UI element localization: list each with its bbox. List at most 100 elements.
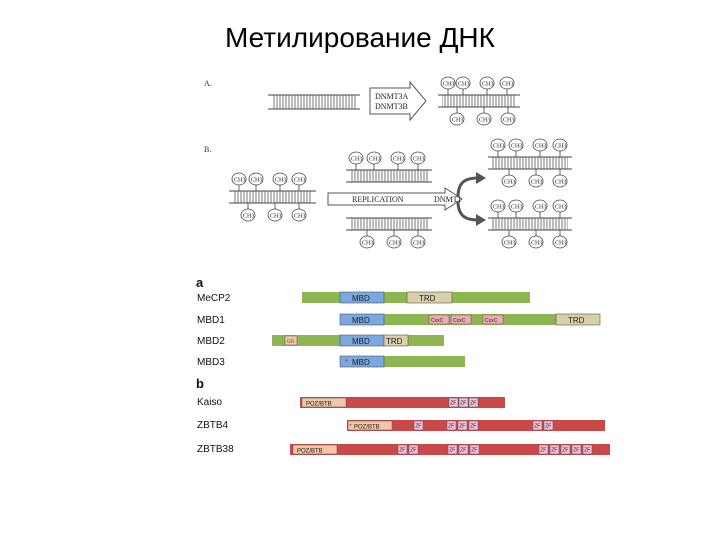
methyl-label: CH3 xyxy=(443,82,454,88)
domain-mbd-label: MBD xyxy=(352,294,370,303)
methyl-label: CH3 xyxy=(393,157,404,163)
methyl-group-icon: CH3 xyxy=(390,151,406,170)
domain-zf xyxy=(543,420,554,431)
domain-zf-label: ZF xyxy=(551,448,557,454)
methyl-label: CH3 xyxy=(452,118,463,124)
domain-cxxc xyxy=(428,314,450,325)
domain-mbd-label: MBD xyxy=(352,316,370,325)
methyl-label: CH3 xyxy=(555,144,566,150)
domain-zf xyxy=(446,420,457,431)
domain-zf xyxy=(458,397,469,408)
methyl-label: CH3 xyxy=(294,214,305,220)
domain-zf-label: ZF xyxy=(459,424,465,430)
methyl-group-icon: CH3 xyxy=(499,76,515,95)
domain-zf-label: ZF xyxy=(540,448,546,454)
methyl-label: CH3 xyxy=(413,157,424,163)
panel-a-label: A. xyxy=(204,79,212,88)
methyl-group-icon: CH3 xyxy=(508,199,524,218)
domain-trd xyxy=(383,334,409,347)
domain-zf-label: ZF xyxy=(448,424,454,430)
methyl-group-icon: CH3 xyxy=(500,107,516,126)
protein-name-zbtb4: ZBTB4 xyxy=(197,420,229,431)
domain-zf xyxy=(447,444,458,455)
methyl-group-icon: CH3 xyxy=(528,169,544,188)
protein-row-mbd2: MBD2 GR MBD TRD xyxy=(197,334,444,347)
domain-zf-label: ZF xyxy=(460,448,466,454)
methyl-group-icon: CH3 xyxy=(479,76,495,95)
domain-zf-label: ZF xyxy=(545,424,551,430)
section-a-label: a xyxy=(196,275,204,290)
panel-a-unmethylated-dna xyxy=(268,94,360,110)
panel-a-arrow: DNMT3A DNMT3B xyxy=(369,80,427,122)
methyl-label: CH3 xyxy=(511,205,522,211)
domain-zf-label: ZF xyxy=(470,424,476,430)
methyl-group-icon: CH3 xyxy=(490,199,506,218)
methyl-label: CH3 xyxy=(493,144,504,150)
methyl-group-icon: CH3 xyxy=(386,230,402,249)
domain-poz-btb xyxy=(292,444,338,455)
methyl-group-icon: CH3 xyxy=(490,138,506,157)
domain-cxxc-label: CxxC xyxy=(485,318,498,324)
domain-zf xyxy=(469,444,480,455)
methyl-label: CH3 xyxy=(270,214,281,220)
methyl-group-icon: CH3 xyxy=(366,151,382,170)
replication-label: REPLICATION xyxy=(352,195,404,204)
domain-zf-label: ZF xyxy=(562,448,568,454)
domain-poz-btb xyxy=(347,420,393,431)
page-title: Метилирование ДНК xyxy=(225,22,495,53)
domain-zf-label: ZF xyxy=(470,401,476,407)
methyl-label: CH3 xyxy=(234,178,245,184)
protein-row-mbd1: MBD1 MBD CxxC CxxC CxxC TRD xyxy=(197,313,601,326)
domain-zf xyxy=(571,444,582,455)
methyl-label: CH3 xyxy=(351,157,362,163)
domain-trd xyxy=(406,291,453,304)
methyl-label: CH3 xyxy=(504,241,515,247)
domain-zf-label: ZF xyxy=(410,448,416,454)
methyl-label: CH3 xyxy=(555,241,566,247)
methyl-group-icon: CH3 xyxy=(532,138,548,157)
methyl-group-icon: CH3 xyxy=(552,169,568,188)
domain-mbd xyxy=(339,313,385,326)
methyl-group-icon: CH3 xyxy=(440,76,456,95)
domain-zf xyxy=(468,397,479,408)
protein-name-kaiso: Kaiso xyxy=(197,397,222,408)
domain-zf xyxy=(468,420,479,431)
methyl-group-icon: CH3 xyxy=(552,199,568,218)
zf-group: ZF ZF ZF xyxy=(448,397,479,408)
protein-name-mecp2: MeCP2 xyxy=(197,293,231,304)
panel-b-replication-arrow: REPLICATION DNMT1 xyxy=(327,172,486,226)
methyl-group-icon: CH3 xyxy=(552,230,568,249)
domain-trd-label: TRD xyxy=(386,337,403,346)
domain-cxxc-label: CxxC xyxy=(453,318,466,324)
protein-bar-mbd3 xyxy=(340,356,465,367)
protein-name-zbtb38: ZBTB38 xyxy=(197,444,234,455)
methyl-label: CH3 xyxy=(502,82,513,88)
methyl-group-icon: CH3 xyxy=(508,138,524,157)
methyl-label: CH3 xyxy=(458,82,469,88)
domain-zf-label: ZF xyxy=(450,401,456,407)
methyl-label: CH3 xyxy=(294,178,305,184)
domain-trd-label: TRD xyxy=(419,294,436,303)
enzyme-label-dnmt1: DNMT1 xyxy=(434,195,462,204)
domain-zf-label: ZF xyxy=(460,401,466,407)
methyl-group-icon: CH3 xyxy=(248,172,264,191)
domain-zf-label: ZF xyxy=(399,448,405,454)
domain-zf xyxy=(397,444,408,455)
section-b-label: b xyxy=(196,376,204,391)
methyl-group-icon: CH3 xyxy=(291,203,307,222)
domain-zf-label: ZF xyxy=(449,448,455,454)
methyl-label: CH3 xyxy=(275,178,286,184)
protein-name-mbd3: MBD3 xyxy=(197,357,225,368)
methyl-label: CH3 xyxy=(243,214,254,220)
methyl-label: CH3 xyxy=(479,118,490,124)
domain-gr xyxy=(284,335,298,346)
domain-trd xyxy=(555,313,601,326)
methyl-group-icon: CH3 xyxy=(272,172,288,191)
domain-zf-label: ZF xyxy=(573,448,579,454)
domain-zf xyxy=(560,444,571,455)
